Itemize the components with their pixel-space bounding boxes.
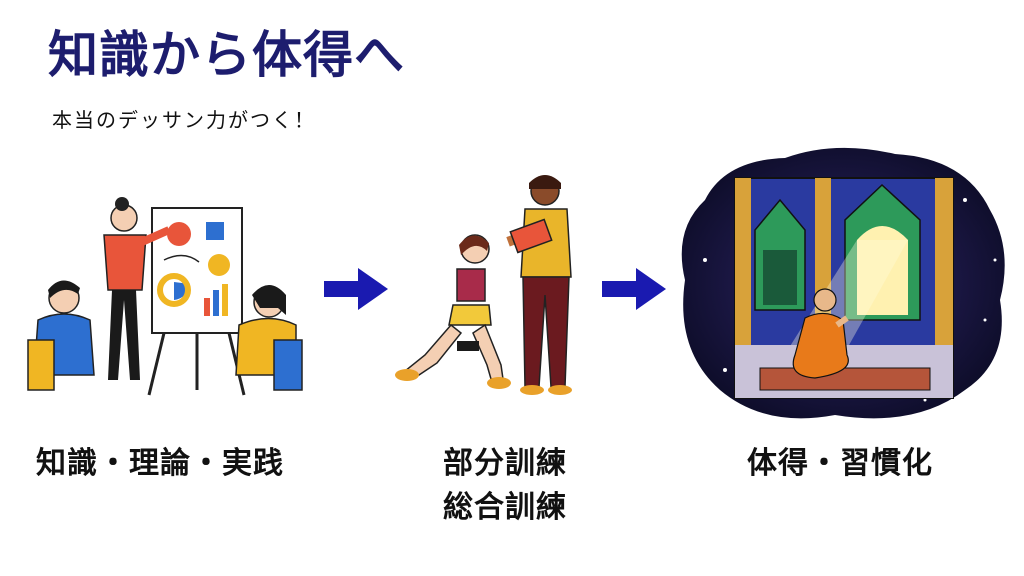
- stage-label-line: 総合訓練: [443, 489, 567, 525]
- training-illustration: [395, 175, 572, 395]
- stage-label-line: 部分訓練: [443, 446, 567, 481]
- arrow-right-icon: [324, 268, 388, 310]
- page-subtitle: 本当のデッサン力がつく！: [52, 108, 316, 132]
- temple-meditation-illustration: [681, 147, 1005, 419]
- arrow-right-icon: [602, 268, 666, 310]
- stage-label-knowledge: 知識・理論・実践: [20, 442, 300, 486]
- page-title: 知識から体得へ: [48, 26, 405, 84]
- presentation-illustration: [27, 197, 303, 396]
- stage-label-mastery: 体得・習慣化: [700, 442, 980, 486]
- stage-label-line: 体得・習慣化: [747, 446, 933, 481]
- stage-label-line: 知識・理論・実践: [36, 446, 284, 481]
- stage-label-training: 部分訓練 総合訓練: [395, 442, 615, 529]
